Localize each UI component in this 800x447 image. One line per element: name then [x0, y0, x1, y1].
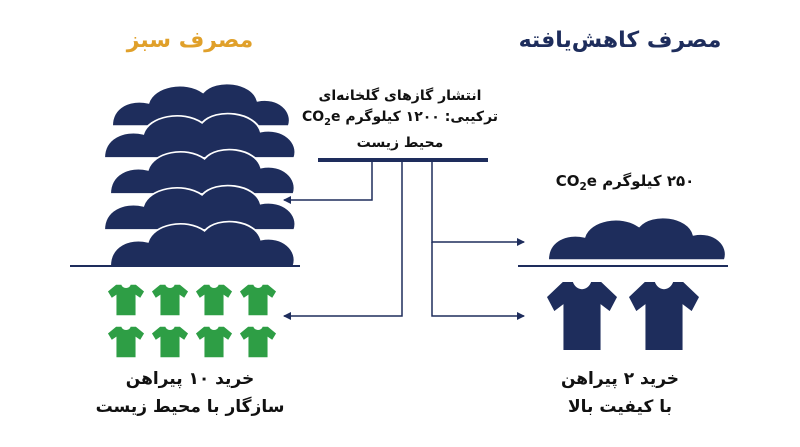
- cloud-icon: [547, 216, 727, 261]
- reduced-co2-unit-e: e: [586, 172, 597, 190]
- arrow-to-reduced-shirts: [431, 242, 525, 320]
- emissions-label-line1: انتشار گازهای گلخانه‌ای: [318, 88, 482, 104]
- left-clouds-stack: [102, 82, 297, 268]
- right-clouds-group: [547, 216, 727, 261]
- tshirt-icon: [194, 325, 234, 359]
- reduced-co2-number: ۲۵۰ کیلوگرم: [602, 172, 695, 190]
- arrow-to-green-shirts: [283, 160, 403, 320]
- green-caption: خرید ۱۰ پیراهن سازگار با محیط زیست: [60, 365, 320, 421]
- reduced-consumption-title: مصرف کاهش‌یافته: [518, 28, 722, 53]
- tshirt-icon: [150, 283, 190, 317]
- green-consumption-title: مصرف سبز: [126, 28, 254, 53]
- tshirt-icon: [150, 325, 190, 359]
- emissions-unit-e: e: [330, 109, 341, 125]
- tshirt-icon: [238, 325, 278, 359]
- tshirt-icon: [238, 283, 278, 317]
- green-shirts-grid: [106, 283, 278, 359]
- reduced-co2-unit: CO2e: [555, 172, 597, 193]
- tshirt-icon: [544, 279, 620, 353]
- green-caption-line2: سازگار با محیط زیست: [95, 397, 285, 417]
- emissions-label-line2-text: ترکیبی: ۱۲۰۰ کیلوگرم: [345, 109, 499, 125]
- reduced-co2-unit-sub: 2: [579, 181, 587, 193]
- cloud-icon: [111, 82, 291, 127]
- reduced-caption-line2: با کیفیت بالا: [567, 397, 673, 417]
- emissions-unit: CO2e: [301, 109, 341, 128]
- tshirt-icon: [194, 283, 234, 317]
- tshirt-icon: [106, 325, 146, 359]
- reduced-caption-line1: خرید ۲ پیراهن: [560, 369, 680, 389]
- emissions-unit-co: CO: [301, 109, 325, 125]
- emissions-label-line3: محیط زیست: [356, 134, 444, 151]
- emissions-label-line2: ترکیبی: ۱۲۰۰ کیلوگرم CO2e: [290, 107, 510, 133]
- arrow-to-green-clouds: [283, 160, 373, 204]
- reduced-co2-unit-co: CO: [555, 172, 580, 190]
- tshirt-icon: [626, 279, 702, 353]
- navy-shirts-row: [544, 279, 702, 353]
- green-caption-line1: خرید ۱۰ پیراهن: [125, 369, 255, 389]
- arrow-to-reduced-clouds: [431, 160, 525, 246]
- reduced-co2-value: CO2e ۲۵۰ کیلوگرم: [520, 172, 730, 193]
- emissions-unit-sub: 2: [324, 116, 331, 128]
- tshirt-icon: [106, 283, 146, 317]
- emissions-label: انتشار گازهای گلخانه‌ای ترکیبی: ۱۲۰۰ کیل…: [290, 86, 510, 154]
- reduced-caption: خرید ۲ پیراهن با کیفیت بالا: [500, 365, 740, 421]
